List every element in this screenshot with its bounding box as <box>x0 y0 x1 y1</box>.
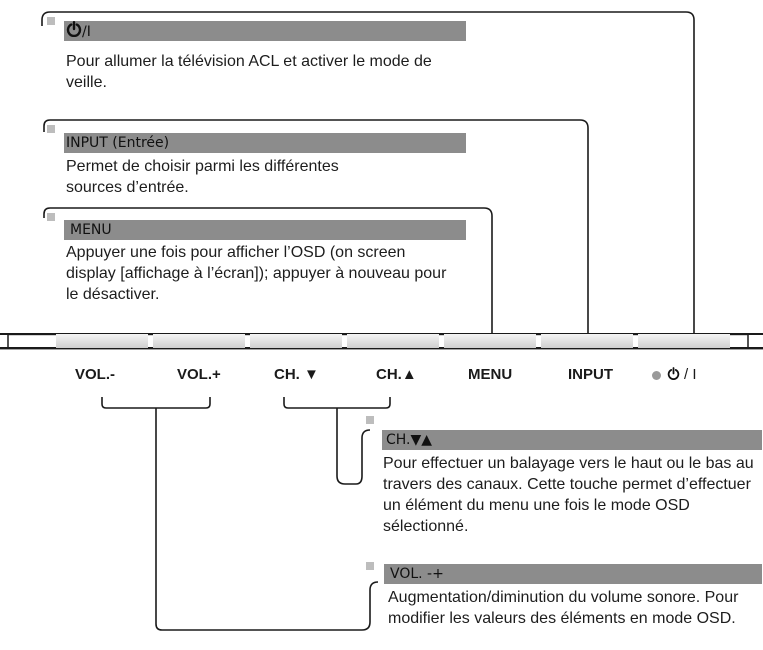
panel-button-input[interactable] <box>541 334 633 348</box>
panel-button-ch-down[interactable] <box>250 334 342 348</box>
channel-section-description: Pour effectuer un balayage vers le haut … <box>383 455 754 535</box>
menu-marker <box>47 213 55 221</box>
power-icon <box>667 366 680 384</box>
volume-section-description: Augmentation/diminution du volume sonore… <box>388 589 739 627</box>
ch-bracket <box>283 397 391 409</box>
button-label-power: / I <box>652 366 697 384</box>
input-marker <box>47 125 55 133</box>
button-label-input: INPUT <box>568 366 613 383</box>
control-panel-strip <box>0 332 763 351</box>
panel-button-menu[interactable] <box>444 334 536 348</box>
panel-bar-bottom <box>0 347 763 350</box>
power-button-suffix: / I <box>684 366 697 383</box>
panel-button-ch-up[interactable] <box>347 334 439 348</box>
power-icon <box>66 21 82 43</box>
panel-button-power[interactable] <box>638 334 730 348</box>
input-connector <box>43 119 589 334</box>
input-section-title: INPUT (Entrée) <box>66 135 170 151</box>
ch-connector <box>336 408 371 485</box>
button-label-ch-down: CH. ▼ <box>274 366 319 383</box>
input-section-header: INPUT (Entrée) <box>64 133 466 153</box>
vol-connector <box>155 408 379 631</box>
power-marker <box>47 17 55 25</box>
panel-button-vol-plus[interactable] <box>153 334 245 348</box>
channel-section-title: CH.▼▲ <box>386 432 433 448</box>
button-label-vol-minus: VOL.- <box>75 366 115 383</box>
power-section-header: /I <box>64 21 466 41</box>
channel-section-header: CH.▼▲ <box>382 430 762 450</box>
button-label-ch-up: CH.▲ <box>376 366 417 383</box>
power-connector <box>41 11 695 334</box>
vol-bracket <box>101 397 211 409</box>
button-label-menu: MENU <box>468 366 513 383</box>
power-section-description: Pour allumer la télévision ACL et active… <box>66 53 432 91</box>
menu-section-description: Appuyer une fois pour afficher l’OSD (on… <box>66 244 447 303</box>
menu-section-header: MENU <box>64 220 466 240</box>
channel-marker <box>366 416 374 424</box>
panel-button-vol-minus[interactable] <box>56 334 148 348</box>
volume-section-header: VOL. -+ <box>384 564 762 584</box>
menu-section-title: MENU <box>70 222 112 238</box>
power-section-title: /I <box>82 24 91 40</box>
volume-marker <box>366 562 374 570</box>
led-indicator-icon <box>652 370 661 380</box>
menu-connector <box>43 207 493 334</box>
button-label-vol-plus: VOL.+ <box>177 366 221 383</box>
volume-section-title: VOL. -+ <box>390 566 444 582</box>
input-section-description: Permet de choisir parmi les différentes … <box>66 158 339 196</box>
